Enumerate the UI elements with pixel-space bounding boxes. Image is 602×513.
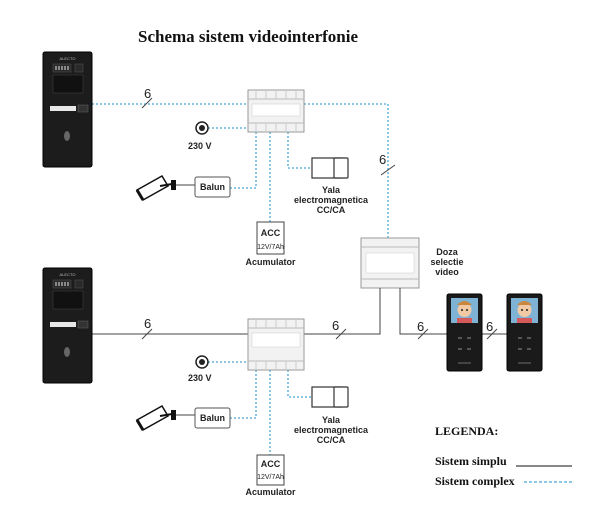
wire-count-selector-monitor: 6 xyxy=(417,319,424,334)
lock-label-top-3: CC/CA xyxy=(317,205,346,215)
acc-label-top: ACC xyxy=(261,228,281,238)
panel-logo: ALECTO xyxy=(60,56,76,61)
door-panel-bottom: ALECTO xyxy=(42,267,93,384)
bottom-wires xyxy=(92,288,507,455)
wire-tick-bottom-controller xyxy=(335,328,347,340)
lock-label-bottom-2: electromagnetica xyxy=(294,425,369,435)
balun-label-bottom: Balun xyxy=(200,413,225,423)
wire-count-top-panel: 6 xyxy=(144,86,151,101)
monitor-2 xyxy=(506,293,543,372)
wire-tick-top-vertical xyxy=(380,164,396,176)
battery-box-top xyxy=(256,221,285,255)
lock-icon xyxy=(311,386,349,408)
wire-top-balun xyxy=(230,132,257,189)
top-wires xyxy=(92,97,396,238)
power-label-top: 230 V xyxy=(188,141,212,151)
battery-label-bottom: Acumulator xyxy=(245,487,296,497)
wire-top-controller-to-selector xyxy=(304,103,389,238)
selector-label-2: selectie xyxy=(430,257,463,267)
wire-tick-selector-monitor xyxy=(417,328,429,340)
selector-label-3: video xyxy=(435,267,459,277)
legend: LEGENDA: Sistem simplu Sistem complex xyxy=(435,424,572,488)
door-panel-top: ALECTO xyxy=(42,51,93,168)
battery-label-top: Acumulator xyxy=(245,257,296,267)
acc-spec-bottom: 12V/7Ah xyxy=(257,474,284,481)
controller-box-top xyxy=(247,89,305,133)
video-selector-box xyxy=(360,237,420,289)
lock-label-bottom-3: CC/CA xyxy=(317,435,346,445)
acc-spec-top: 12V/7Ah xyxy=(257,244,284,251)
lock-label-top-2: electromagnetica xyxy=(294,195,369,205)
lock-icon xyxy=(311,157,349,179)
wire-tick-monitor-monitor xyxy=(486,328,498,340)
diagram-title: Schema sistem videointerfonie xyxy=(138,27,358,46)
lock-label-top-1: Yala xyxy=(322,185,341,195)
balun-box-bottom xyxy=(194,407,231,429)
camera-icon xyxy=(135,404,195,432)
wire-count-bottom-controller: 6 xyxy=(332,318,339,333)
wire-count-bottom-panel: 6 xyxy=(144,316,151,331)
controller-box-bottom xyxy=(247,318,305,371)
panel-logo: ALECTO xyxy=(60,272,76,277)
wire-count-top-vertical: 6 xyxy=(379,152,386,167)
wire-selector-to-monitor1 xyxy=(399,288,447,335)
balun-box-top xyxy=(194,176,231,198)
monitor-1 xyxy=(446,293,483,372)
wire-tick-top-panel xyxy=(141,97,153,109)
wire-bottom-balun xyxy=(230,370,257,419)
acc-label-bottom: ACC xyxy=(261,459,281,469)
wire-bottom-lock xyxy=(287,370,312,398)
wire-tick-bottom-panel xyxy=(141,328,153,340)
wire-count-monitor-monitor: 6 xyxy=(486,319,493,334)
power-socket-bottom xyxy=(195,355,209,369)
power-socket-top xyxy=(195,121,209,135)
battery-box-bottom xyxy=(256,454,285,486)
camera-icon xyxy=(135,174,195,202)
legend-simple-label: Sistem simplu xyxy=(435,454,507,468)
wire-top-lock xyxy=(287,132,312,169)
wire-bottom-controller-to-selector xyxy=(304,288,381,335)
selector-label-1: Doza xyxy=(436,247,458,257)
legend-complex-label: Sistem complex xyxy=(435,474,515,488)
lock-label-bottom-1: Yala xyxy=(322,415,341,425)
legend-title: LEGENDA: xyxy=(435,424,498,438)
power-label-bottom: 230 V xyxy=(188,373,212,383)
balun-label-top: Balun xyxy=(200,182,225,192)
